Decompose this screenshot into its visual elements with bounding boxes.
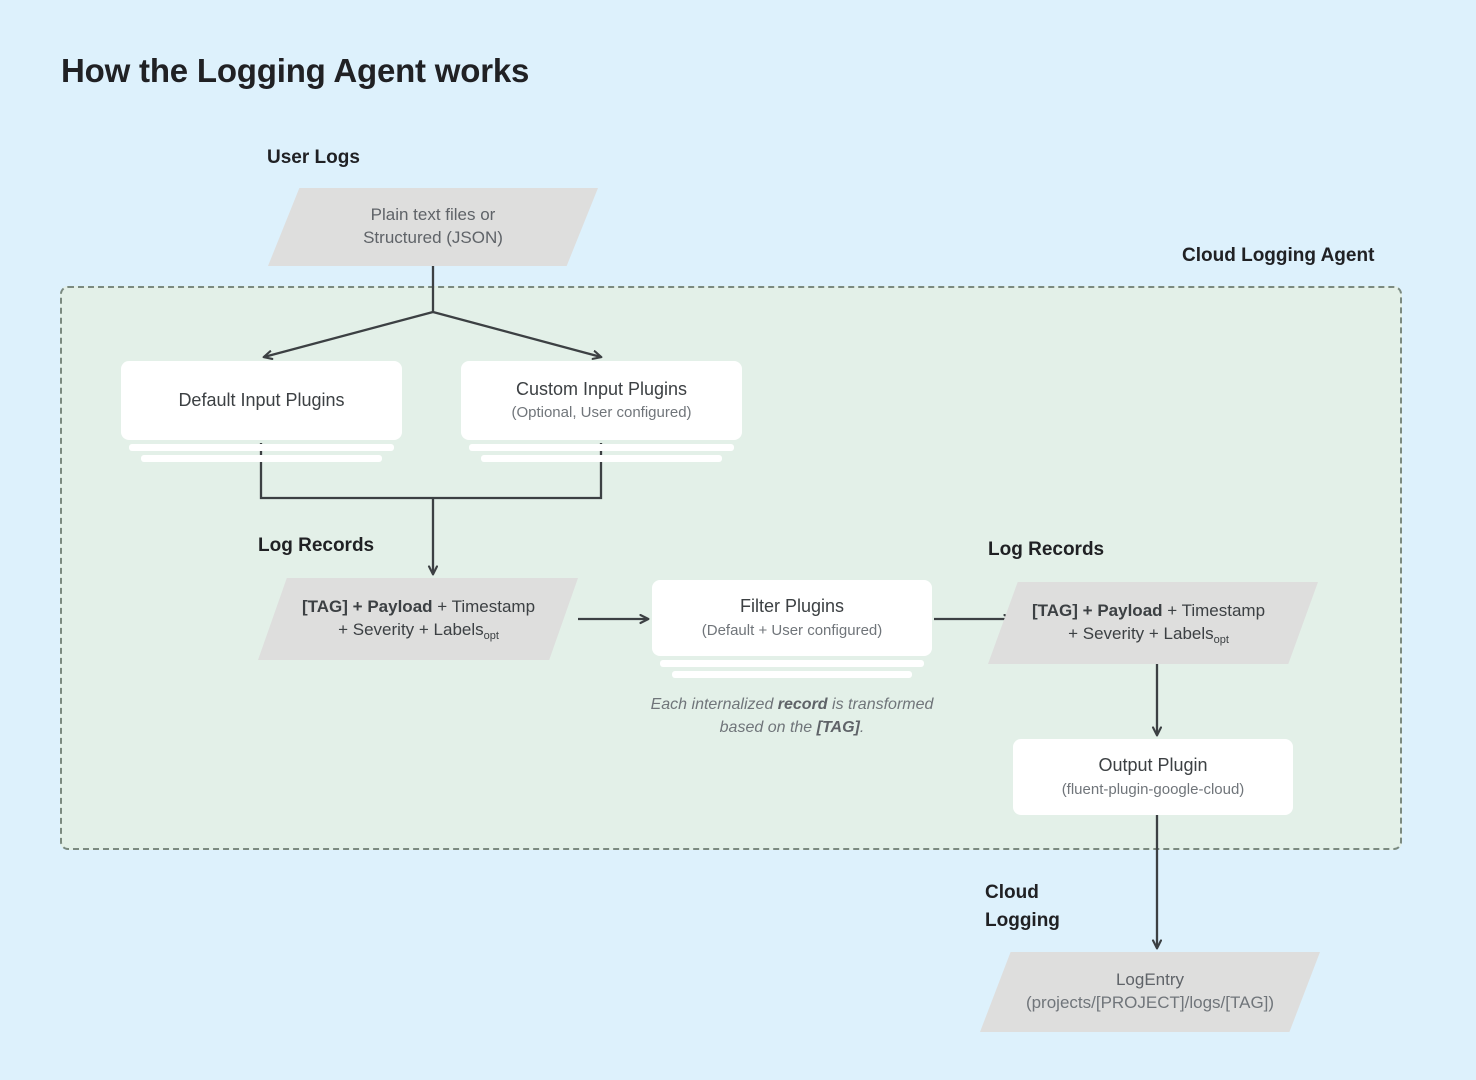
node-custom-input-plugins: Custom Input Plugins (Optional, User con… [461, 361, 742, 462]
card-stack-sheet [672, 671, 912, 678]
default-input-plugins-card: Default Input Plugins [121, 361, 402, 440]
note-part1: Each internalized [650, 696, 778, 713]
label-cloud-logging-agent: Cloud Logging Agent [1182, 245, 1375, 266]
transformation-note: Each internalized record is transformed … [632, 693, 952, 739]
log-record-left-rest2: + Severity + Labels [338, 620, 484, 639]
log-record-right-subscript: opt [1213, 634, 1229, 646]
label-cloud-logging-line2: Logging [985, 909, 1060, 931]
node-log-entry: LogEntry (projects/[PROJECT]/logs/[TAG]) [980, 952, 1320, 1032]
note-bold-tag: [TAG] [816, 719, 860, 737]
log-entry-line1: LogEntry [1115, 970, 1185, 990]
node-output-plugin: Output Plugin (fluent-plugin-google-clou… [1013, 739, 1293, 815]
log-record-left-subscript: opt [483, 630, 499, 642]
user-logs-source-line1: Plain text files or [370, 205, 496, 225]
output-plugin-card: Output Plugin (fluent-plugin-google-clou… [1013, 739, 1293, 815]
log-record-right-rest2: + Severity + Labels [1068, 624, 1214, 643]
log-record-right-rest1: + Timestamp [1162, 601, 1266, 621]
log-record-left-rest1: + Timestamp [432, 597, 536, 617]
custom-input-plugins-subtitle: (Optional, User configured) [511, 404, 692, 422]
custom-input-plugins-title: Custom Input Plugins [515, 378, 688, 399]
log-entry-line2: (projects/[PROJECT]/logs/[TAG]) [1025, 993, 1275, 1012]
filter-plugins-card: Filter Plugins (Default + User configure… [652, 580, 932, 656]
node-log-record-right: [TAG] + Payload + Timestamp + Severity +… [988, 582, 1318, 664]
page-title: How the Logging Agent works [61, 52, 530, 89]
card-stack-sheet [141, 455, 382, 462]
log-record-right-payload: Payload [1092, 601, 1163, 621]
card-stack-sheet [469, 444, 734, 451]
label-cloud-logging-line1: Cloud [985, 882, 1039, 903]
log-record-left-payload: Payload [362, 597, 433, 617]
log-record-right-tag: [TAG] + [1032, 601, 1093, 621]
node-default-input-plugins: Default Input Plugins [121, 361, 402, 462]
card-stack-sheet [481, 455, 722, 462]
label-user-logs: User Logs [267, 147, 360, 168]
label-cloud-logging: Cloud Logging [985, 879, 1060, 934]
custom-input-plugins-card: Custom Input Plugins (Optional, User con… [461, 361, 742, 440]
filter-plugins-subtitle: (Default + User configured) [701, 621, 883, 639]
default-input-plugins-title: Default Input Plugins [178, 389, 345, 410]
output-plugin-title: Output Plugin [1098, 755, 1208, 776]
filter-plugins-title: Filter Plugins [739, 596, 845, 617]
card-stack-sheet [660, 660, 924, 667]
node-user-logs-source: Plain text files or Structured (JSON) [268, 188, 598, 266]
node-log-record-left: [TAG] + Payload + Timestamp + Severity +… [258, 578, 578, 660]
card-stack-sheet [129, 444, 394, 451]
log-record-left-tag: [TAG] + [302, 597, 363, 617]
user-logs-source-line2: Structured (JSON) [363, 228, 503, 247]
node-filter-plugins: Filter Plugins (Default + User configure… [652, 580, 932, 678]
note-part3: . [859, 719, 865, 737]
label-log-records-left: Log Records [258, 535, 375, 556]
label-log-records-right: Log Records [988, 539, 1105, 560]
output-plugin-subtitle: (fluent-plugin-google-cloud) [1061, 780, 1245, 798]
note-part2: is transformed based on the [719, 696, 934, 737]
note-bold-record: record [777, 696, 828, 713]
